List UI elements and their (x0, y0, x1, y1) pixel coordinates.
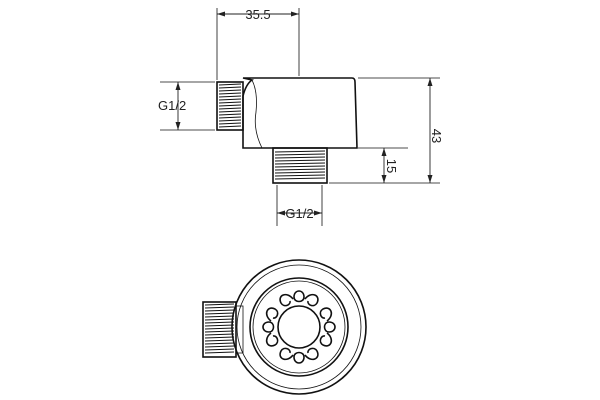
dim-top-width: 35.5 (217, 7, 299, 22)
bottom-thread-outlet (272, 147, 328, 184)
dim-total-height: 43 (427, 78, 444, 183)
dim-bottom-thread-label: G1/2 (285, 206, 313, 221)
dim-side-thread: G1/2 (158, 82, 186, 130)
dim-outlet-height-label: 15 (384, 159, 399, 173)
decor-bottom (279, 347, 319, 364)
top-view (202, 259, 367, 395)
decor-left (262, 307, 279, 347)
dim-side-thread-label: G1/2 (158, 98, 186, 113)
side-thread-left (216, 81, 244, 131)
body-shoulder (251, 79, 263, 149)
dim-outlet-height: 15 (381, 148, 399, 183)
center-bore (277, 305, 321, 349)
top-view-thread-stub (202, 301, 244, 358)
dim-total-height-label: 43 (429, 129, 444, 143)
body-outline (242, 77, 358, 149)
dim-bottom-thread: G1/2 (277, 206, 322, 221)
side-view: 35.5 G1/2 43 15 G1/2 (158, 7, 444, 226)
dim-top-width-label: 35.5 (245, 7, 270, 22)
decor-top (279, 290, 319, 307)
decor-right (319, 307, 336, 347)
